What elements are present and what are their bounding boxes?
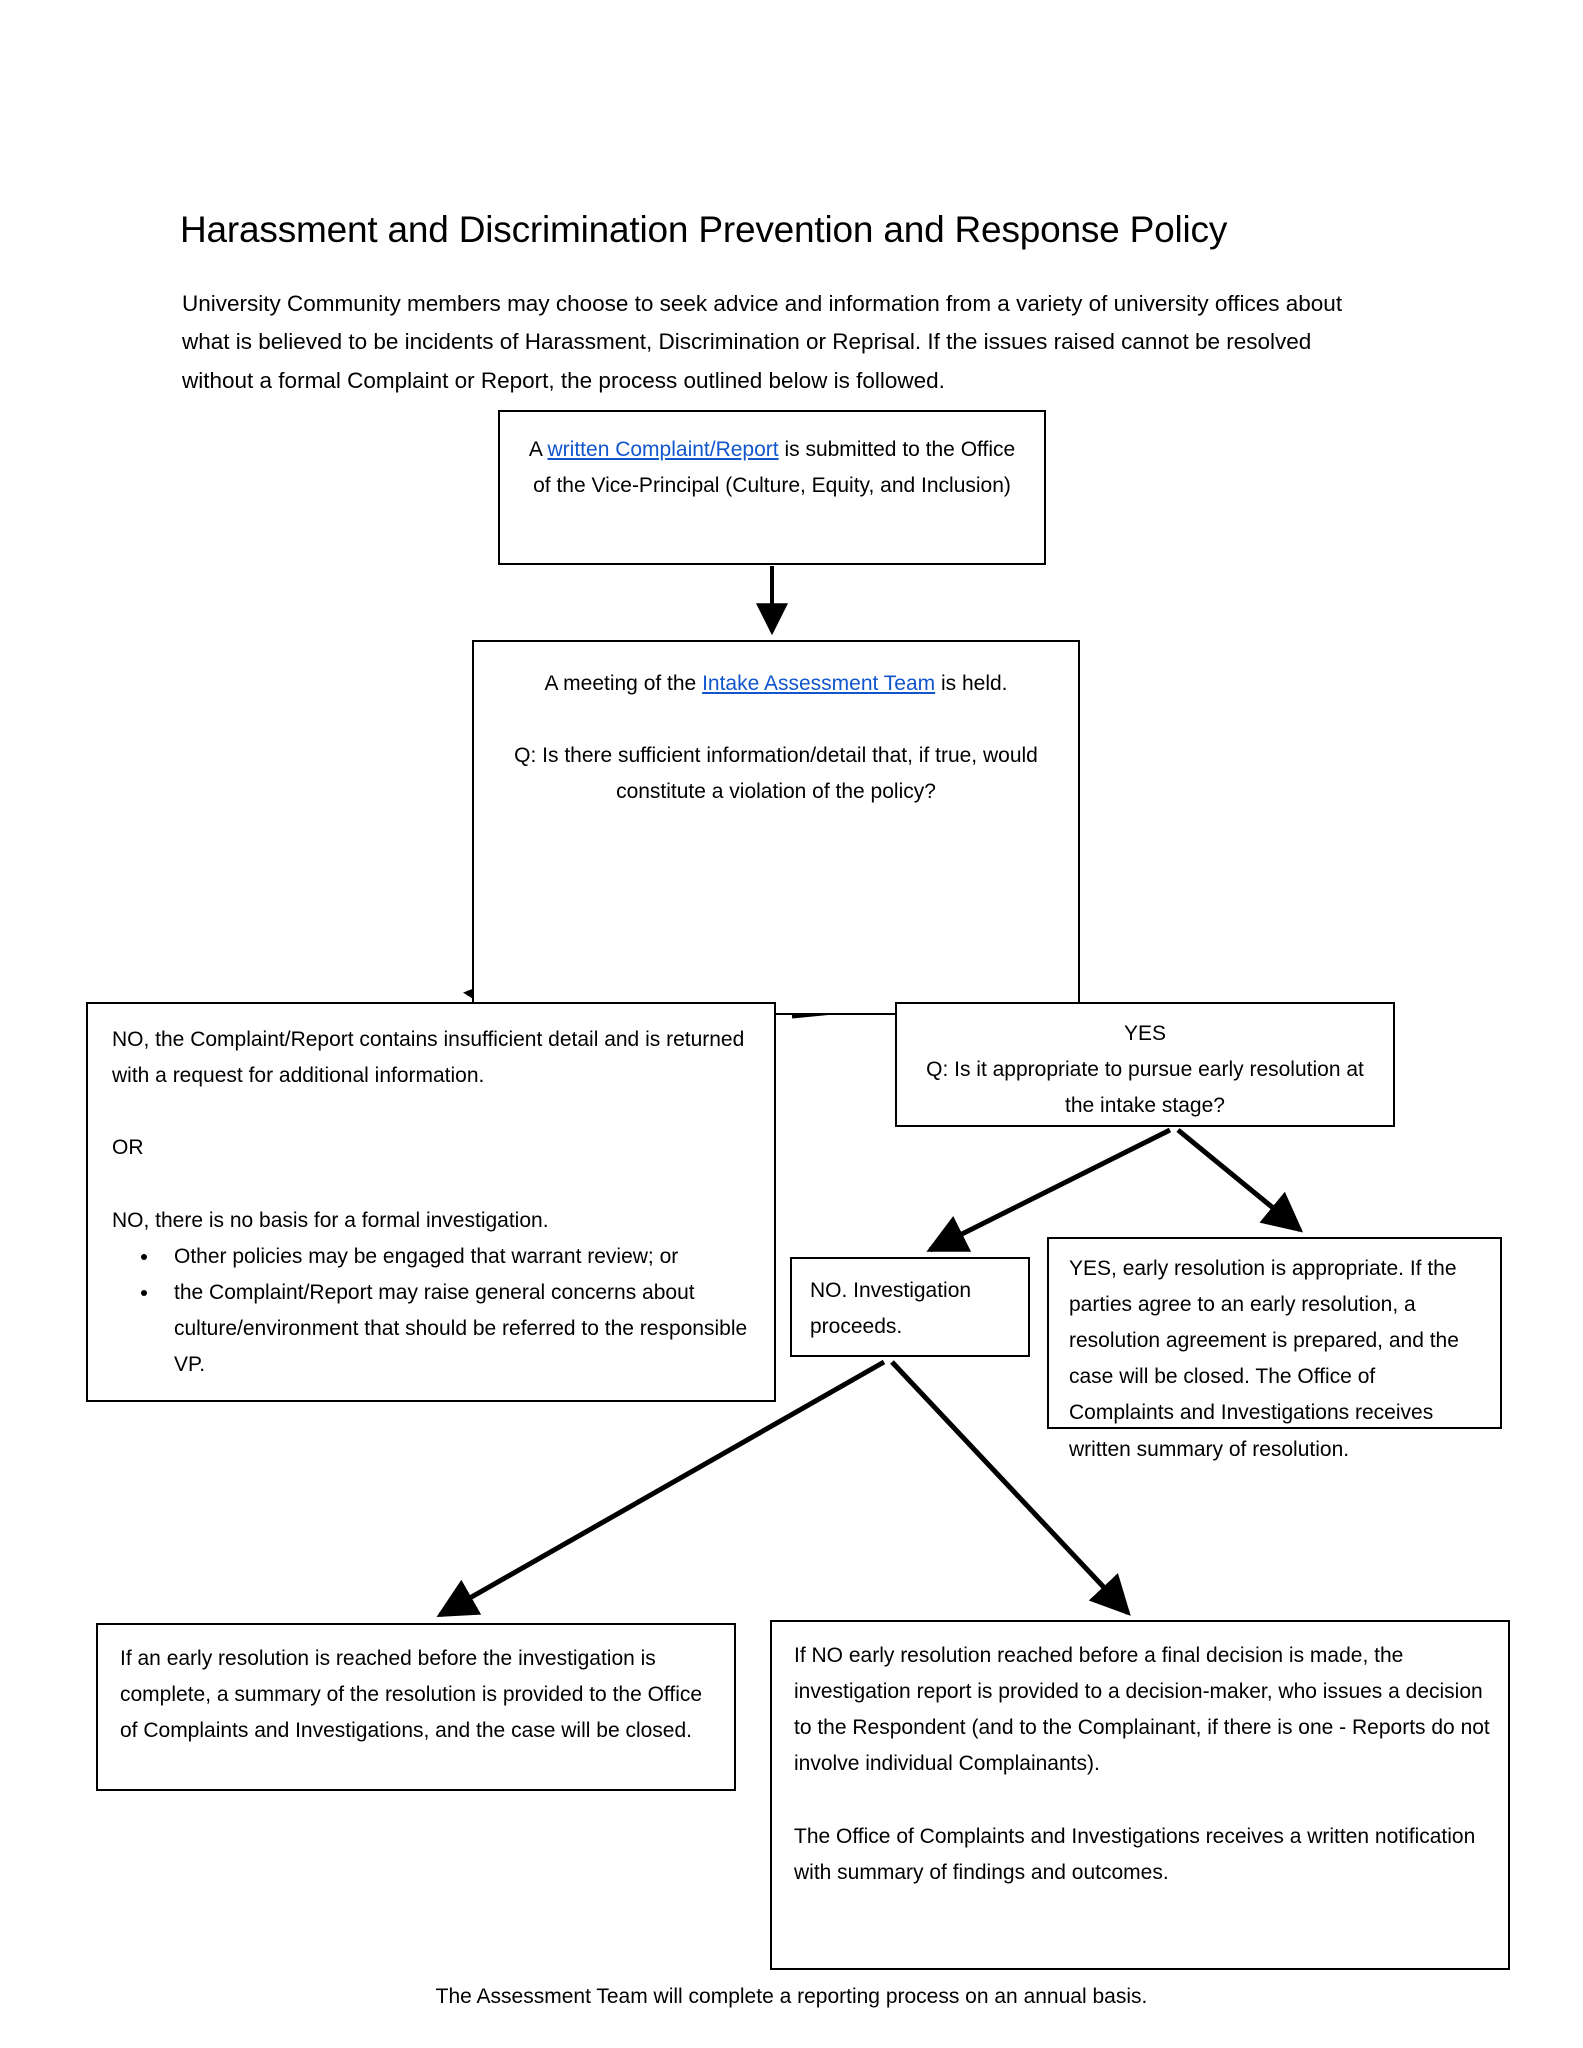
intake-assessment-team-link[interactable]: Intake Assessment Team xyxy=(702,672,936,695)
page-title: Harassment and Discrimination Prevention… xyxy=(180,208,1228,250)
no-detail-spacer-1 xyxy=(112,1094,752,1130)
list-item: the Complaint/Report may raise general c… xyxy=(160,1275,752,1383)
no-detail-bullet-list: Other policies may be engaged that warra… xyxy=(112,1239,752,1383)
no-early-resolution-paragraph-1: If NO early resolution reached before a … xyxy=(794,1644,1490,1776)
flow-node-submit-complaint: A written Complaint/Report is submitted … xyxy=(498,410,1046,565)
flow-node-no-insufficient-detail: NO, the Complaint/Report contains insuff… xyxy=(86,1002,776,1402)
edge-yes-to-early-resolution xyxy=(1176,1128,1304,1233)
flow-node-no-early-resolution: If NO early resolution reached before a … xyxy=(770,1620,1510,1970)
no-detail-spacer-2 xyxy=(112,1166,752,1202)
early-resolution-reached-text: If an early resolution is reached before… xyxy=(120,1647,703,1743)
yes-early-resolution-text: YES, early resolution is appropriate. If… xyxy=(1069,1257,1459,1461)
yes-label: YES xyxy=(1123,1022,1167,1045)
intake-spacer xyxy=(498,702,1054,738)
flow-node-early-resolution-reached: If an early resolution is reached before… xyxy=(96,1623,736,1791)
footer-note: The Assessment Team will complete a repo… xyxy=(435,1985,1148,2008)
no-early-resolution-spacer xyxy=(794,1782,1492,1818)
flow-node-yes-early-resolution-appropriate: YES, early resolution is appropriate. If… xyxy=(1047,1237,1502,1461)
intro-paragraph: University Community members may choose … xyxy=(182,290,1343,393)
flow-node-no-investigation-proceeds: NO. Investigation proceeds. xyxy=(790,1257,1030,1357)
intake-line-1: A meeting of the Intake Assessment Team … xyxy=(498,666,1054,702)
no-detail-or: OR xyxy=(112,1136,144,1160)
no-early-resolution-paragraph-2: The Office of Complaints and Investigati… xyxy=(794,1824,1476,1884)
flow-node-intake-meeting: A meeting of the Intake Assessment Team … xyxy=(472,640,1080,1015)
intake-question: Q: Is there sufficient information/detai… xyxy=(514,744,1038,804)
no-detail-paragraph-2: NO, there is no basis for a formal inves… xyxy=(112,1208,549,1232)
submit-text-suffix: is submitted to the Office of the Vice-P… xyxy=(533,438,1016,498)
yes-question-text: Q: Is it appropriate to pursue early res… xyxy=(926,1058,1364,1118)
list-item: Other policies may be engaged that warra… xyxy=(160,1239,752,1275)
no-detail-paragraph-1: NO, the Complaint/Report contains insuff… xyxy=(112,1028,745,1088)
submit-text-prefix: A xyxy=(528,438,548,461)
intake-text-suffix: is held. xyxy=(935,672,1008,695)
edge-yes-to-no-investigation xyxy=(926,1127,1172,1253)
flow-node-yes-early-resolution-question: YES Q: Is it appropriate to pursue early… xyxy=(895,1002,1395,1127)
no-investigation-text: NO. Investigation proceeds. xyxy=(810,1279,972,1339)
written-complaint-report-link[interactable]: written Complaint/Report xyxy=(547,438,779,461)
intake-text-prefix: A meeting of the xyxy=(544,672,703,695)
